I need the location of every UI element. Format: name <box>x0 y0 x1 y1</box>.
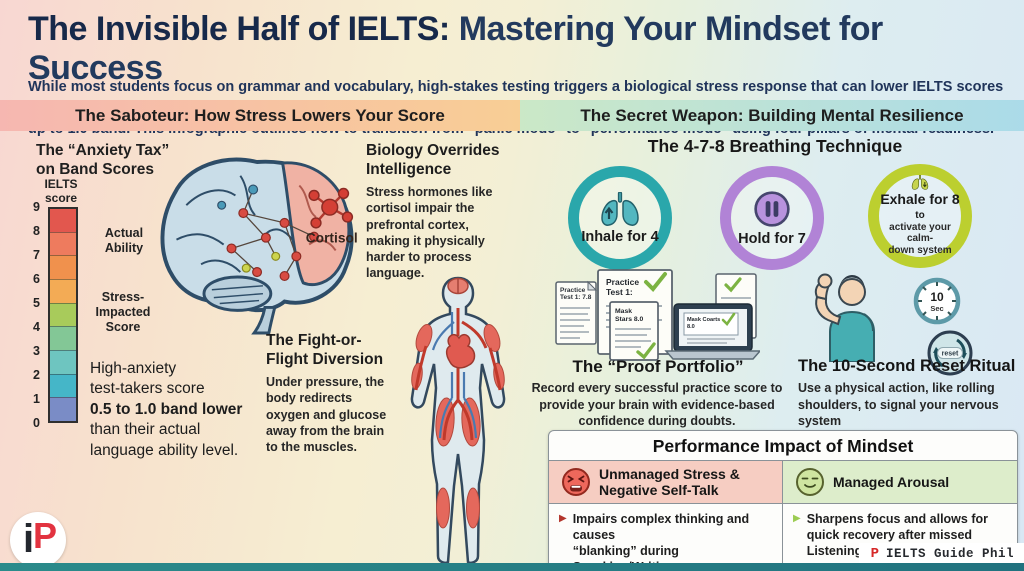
check-icon <box>636 342 656 360</box>
proof-portfolio-heading: The “Proof Portfolio” <box>572 357 744 376</box>
laptop-illustration: Mask Coarts 8.0 <box>664 303 760 360</box>
check-icon <box>724 277 742 293</box>
svg-text:10: 10 <box>930 290 944 304</box>
calm-face-icon <box>796 468 824 497</box>
veins <box>431 312 478 439</box>
breathing-technique-heading: The 4-7-8 Breathing Technique <box>647 136 903 156</box>
unmanaged-stress-header: Unmanaged Stress & Negative Self-Talk <box>549 461 783 504</box>
performance-impact-table: Performance Impact of Mindset Unmanaged … <box>548 430 1018 571</box>
check-icon <box>721 312 736 327</box>
brain-stem <box>251 305 277 335</box>
scale-segment <box>50 397 76 422</box>
proof-portfolio-illustration: Practice Test 1: 7.8 Practice Test 1: Ma… <box>555 269 760 361</box>
svg-text:Practice: Practice <box>606 277 639 287</box>
cortisol-molecule-icon <box>308 187 354 229</box>
mock-score-paper: Mask Stars 8.0 <box>609 301 659 361</box>
svg-text:Mask: Mask <box>615 308 632 315</box>
title-part-2: Mastering Your Mindset for Success <box>28 10 883 87</box>
svg-text:Mask Coarts: Mask Coarts <box>687 317 720 323</box>
triangle-bullet-icon: ▶ <box>559 513 567 525</box>
svg-text:reset: reset <box>942 351 959 358</box>
svg-text:Test 1: 7.8: Test 1: 7.8 <box>560 294 592 301</box>
biology-heading: Biology Overrides Intelligence <box>366 142 500 178</box>
page-title: The Invisible Half of IELTS: Mastering Y… <box>28 10 1008 88</box>
check-icon <box>644 272 667 292</box>
fight-or-flight-block: The Fight-or- Flight Diversion Under pre… <box>266 332 406 455</box>
watermark-logo-p: P <box>870 546 879 562</box>
scale-segment <box>50 255 76 280</box>
arteries <box>414 308 502 441</box>
scale-segment <box>50 231 76 256</box>
anxiety-tax-heading: The “Anxiety Tax” on Band Scores <box>36 142 170 178</box>
unmanaged-stress-column: ▶ Impairs complex thinking and causes “b… <box>549 504 783 571</box>
exhale-sublabel: activate your calm- down system <box>888 221 952 257</box>
lungs-inhale-icon <box>600 192 640 226</box>
fight-heading: The Fight-or- Flight Diversion <box>266 332 384 368</box>
section-header-saboteur: The Saboteur: How Stress Lowers Your Sco… <box>0 100 520 131</box>
scale-segment <box>50 279 76 303</box>
brain-illustration: Cortisol <box>160 157 358 335</box>
scale-segment <box>50 373 76 398</box>
hold-step-circle: Hold for 7 <box>720 166 824 270</box>
cortisol-label: Cortisol <box>306 231 358 246</box>
fist <box>817 273 833 289</box>
hair <box>838 275 865 291</box>
proof-portfolio-body: Record every successful practice score t… <box>531 381 783 428</box>
exhale-step-circle: Exhale for 8 to activate your calm- down… <box>868 164 972 268</box>
footer-bar <box>0 563 1024 571</box>
svg-text:Stars 8.0: Stars 8.0 <box>615 316 644 323</box>
lungs-exhale-icon <box>901 175 939 190</box>
band-score-color-scale <box>48 207 78 423</box>
cerebellum <box>202 275 273 312</box>
ten-second-clock-icon: 10 Sec <box>913 277 961 325</box>
reset-icon: reset <box>927 330 973 376</box>
stressed-face-icon <box>562 468 590 497</box>
table-title: Performance Impact of Mindset <box>549 431 1017 461</box>
anxiety-tax-body: High-anxiety test-takers score 0.5 to 1.… <box>90 359 243 460</box>
band-score-ticks: 9 8 7 6 5 4 3 2 1 0 <box>33 200 40 430</box>
practice-test-paper-1: Practice Test 1: 7.8 <box>555 280 598 345</box>
brand-logo: i P <box>10 512 66 568</box>
heart-icon <box>445 334 476 369</box>
fight-body: Under pressure, the body redirects oxyge… <box>266 375 387 455</box>
scale-segment <box>50 302 76 327</box>
inhale-step-circle: Inhale for 4 <box>568 166 672 270</box>
section-header-secret-weapon: The Secret Weapon: Building Mental Resil… <box>520 100 1024 131</box>
inhale-label: Inhale for 4 <box>581 228 659 245</box>
svg-text:Practice: Practice <box>560 287 586 294</box>
scale-segment <box>50 326 76 351</box>
ielts-score-axis-label: IELTS score <box>44 177 78 205</box>
watermark-text: IELTS Guide Phil <box>885 547 1014 561</box>
triangle-bullet-icon: ▶ <box>793 513 801 525</box>
hold-label: Hold for 7 <box>738 230 806 247</box>
human-body-illustration <box>410 276 506 564</box>
svg-text:Sec: Sec <box>930 304 943 313</box>
svg-text:8.0: 8.0 <box>687 324 695 330</box>
pause-icon <box>754 190 790 227</box>
person-flexing-illustration <box>814 273 875 362</box>
biology-overrides-block: Biology Overrides Intelligence Stress ho… <box>366 142 518 282</box>
neural-network-dots <box>217 184 320 281</box>
biology-body: Stress hormones like cortisol impair the… <box>366 185 493 281</box>
actual-ability-label: Actual Ability <box>104 226 144 255</box>
title-part-1: The Invisible Half of IELTS: <box>28 10 450 48</box>
stress-impacted-label: Stress- Impacted Score <box>95 290 151 334</box>
scale-segment <box>50 209 76 232</box>
exhale-label: Exhale for 8 to <box>880 190 960 222</box>
watermark: P IELTS Guide Phil <box>858 543 1024 565</box>
scale-segment <box>50 350 76 374</box>
brain-in-head <box>447 277 469 295</box>
reset-ritual-heading: The 10-Second Reset Ritual <box>798 357 1016 375</box>
managed-arousal-header: Managed Arousal <box>783 461 1017 504</box>
svg-text:Test 1:: Test 1: <box>606 287 633 297</box>
